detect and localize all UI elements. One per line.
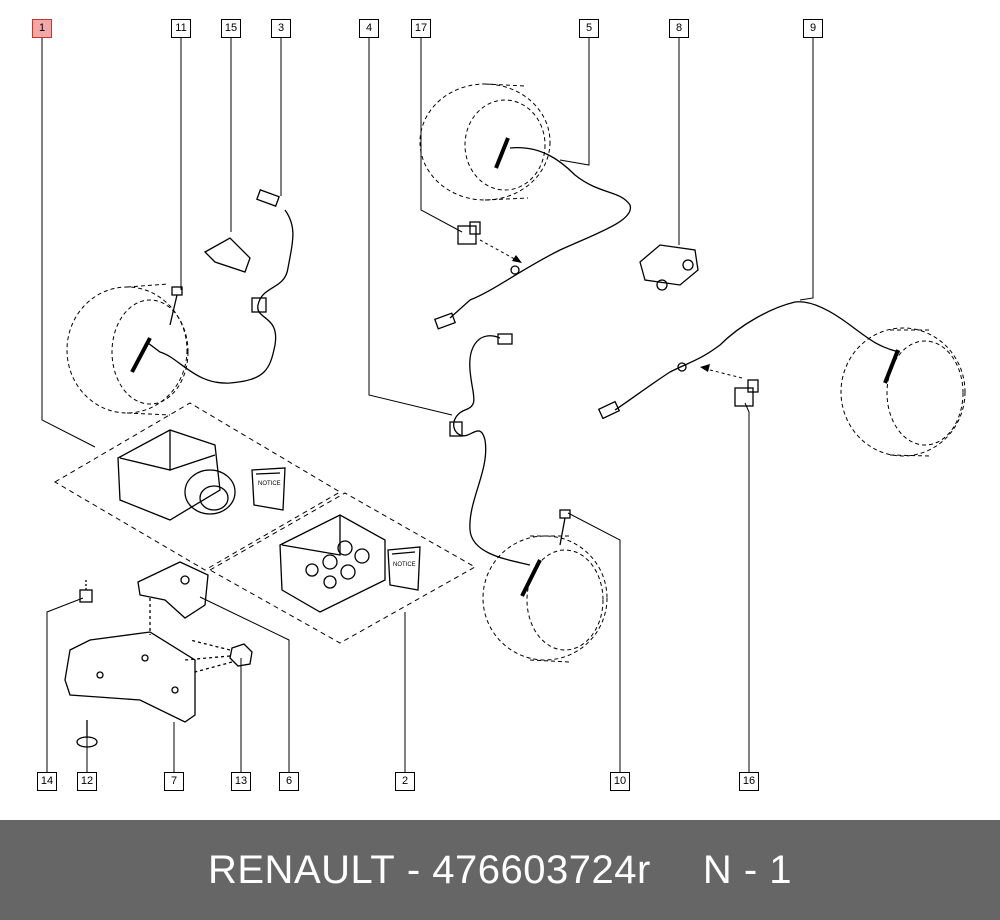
callout-5[interactable]: 5	[579, 19, 599, 38]
screw-14	[79, 580, 93, 603]
callout-14[interactable]: 14	[37, 772, 57, 791]
screw-12	[76, 720, 98, 748]
bracket-8	[639, 244, 699, 291]
sensor-clip-17	[457, 221, 481, 245]
parts-diagram: NOTICE NOTICE	[41, 38, 966, 772]
kit-box-2	[208, 492, 477, 644]
sensor-clip-16	[734, 379, 759, 407]
callout-7[interactable]: 7	[164, 772, 184, 791]
bolt-11	[169, 286, 183, 326]
abs-unit-2	[279, 514, 386, 613]
abs-unit-1	[117, 429, 236, 521]
assembly-arrows	[479, 239, 743, 379]
nut-13	[184, 639, 253, 673]
notice-label-1: NOTICE	[258, 481, 281, 487]
sensor-cable-3	[130, 189, 294, 384]
wheel-front-left	[66, 283, 189, 416]
footer-separator: -	[395, 847, 433, 892]
callout-3[interactable]: 3	[271, 19, 291, 38]
callout-17[interactable]: 17	[411, 19, 431, 38]
callout-13[interactable]: 13	[231, 772, 251, 791]
callout-12[interactable]: 12	[77, 772, 97, 791]
callout-16[interactable]: 16	[739, 772, 759, 791]
sensor-cable-5	[433, 137, 631, 330]
part-number: 476603724r	[432, 847, 651, 892]
wheel-rear-left	[482, 535, 608, 663]
part-number-footer: RENAULT - 476603724r N - 1	[0, 820, 1000, 920]
notice-label-2: NOTICE	[393, 562, 416, 568]
wheel-rear-right	[840, 327, 966, 457]
bolt-10	[559, 509, 571, 546]
callout-1[interactable]: 1	[32, 19, 52, 38]
kit-box-1	[54, 402, 341, 571]
sensor-cable-9	[597, 301, 901, 420]
leader-lines	[41, 38, 814, 772]
brand-name: RENAULT	[207, 847, 396, 892]
callout-9[interactable]: 9	[803, 19, 823, 38]
callout-6[interactable]: 6	[279, 772, 299, 791]
sensor-cable-4	[449, 333, 542, 597]
callout-4[interactable]: 4	[359, 19, 379, 38]
callout-10[interactable]: 10	[610, 772, 630, 791]
diagram-position: N - 1	[702, 847, 792, 892]
bracket-7	[64, 631, 196, 723]
callout-11[interactable]: 11	[171, 19, 191, 38]
wheel-front-right	[419, 83, 551, 201]
callout-8[interactable]: 8	[669, 19, 689, 38]
mount-6	[137, 561, 209, 635]
notice-booklet-2	[387, 546, 421, 591]
cover-15	[203, 237, 251, 273]
callout-15[interactable]: 15	[221, 19, 241, 38]
callout-2[interactable]: 2	[395, 772, 415, 791]
notice-booklet-1	[251, 467, 286, 511]
